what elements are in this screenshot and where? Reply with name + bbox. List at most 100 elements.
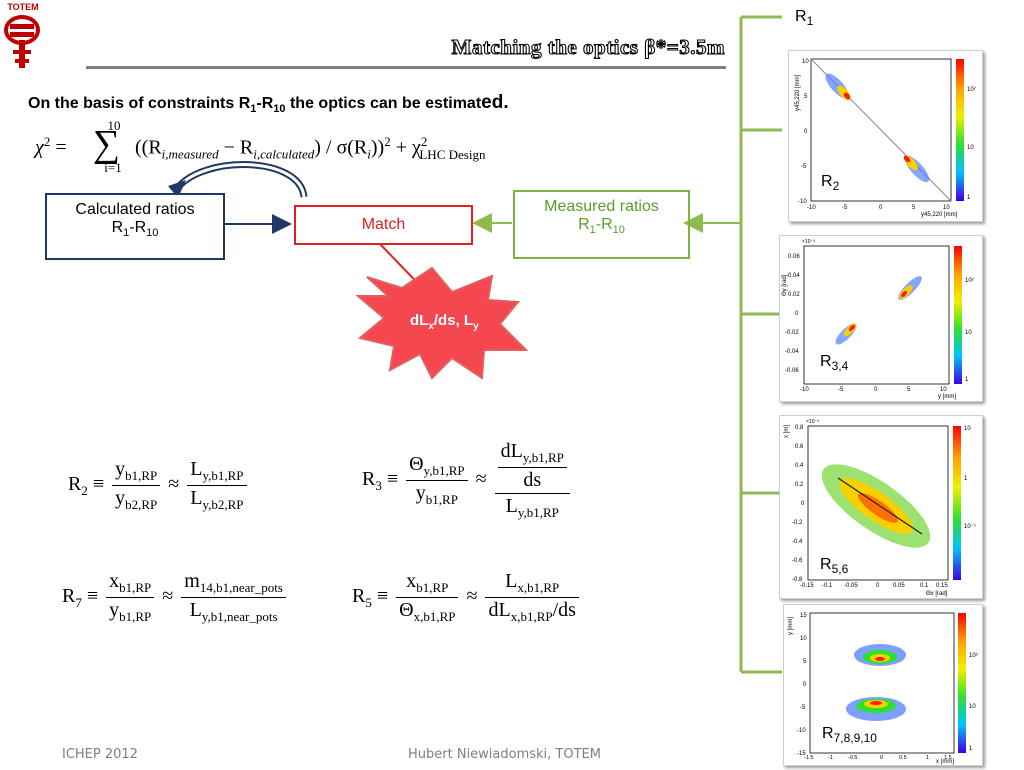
plot-r56-y8: -0.8: [792, 577, 803, 583]
title-divider: [86, 66, 726, 69]
plot-r34-y5: -0.04: [785, 349, 799, 355]
plot-r56-y6: -0.4: [792, 539, 803, 545]
plot-r2-y2: 0: [804, 129, 808, 135]
plot-r34-x1: -5: [838, 387, 844, 393]
plot-r78910-canvas: y [mm] x [mm] 10² 10 1 -1.5 -1 -0.5 0 0.…: [788, 612, 978, 765]
plot-r2-x4: 10: [943, 205, 950, 211]
calculated-ratios-box: Calculated ratios R1-R10: [45, 193, 225, 260]
plot-r78910-y0: 15: [800, 613, 807, 619]
plot-r78910-x5: 1: [926, 755, 929, 761]
plot-r2-ylabel: y45,220 [mm]: [795, 74, 801, 111]
plot-r34-xlabel: y [mm]: [938, 394, 956, 400]
plot-r56-x2: -0.05: [844, 583, 858, 589]
measured-ratios-box: Measured ratios R1-R10: [513, 190, 690, 259]
r1-label: R1: [795, 8, 814, 29]
plot-r2-z1: 10: [967, 145, 974, 151]
plot-r34-y4: -0.02: [785, 330, 799, 336]
plot-r78910-x0: -1.5: [804, 755, 813, 761]
plot-r2-y0: 10: [802, 59, 809, 65]
plot-r2-y4: -10: [798, 199, 807, 205]
plot-r34-x4: 10: [940, 387, 947, 393]
plot-r78910-x2: -0.5: [848, 755, 857, 761]
plot-r34-x3: 5: [907, 387, 911, 393]
plot-r56-y3: 0.2: [795, 482, 804, 488]
plot-r78910-y1: 10: [800, 636, 807, 642]
plot-r56-x3: 0: [876, 583, 880, 589]
plot-r78910-y5: -10: [797, 728, 806, 734]
plot-r56-y5: -0.2: [792, 520, 803, 526]
plot-r56-y4: 0: [801, 501, 805, 507]
plot-r56-x6: 0.15: [936, 583, 948, 589]
plot-r56-ylabel: x [m]: [784, 425, 790, 438]
plot-r78910-y6: -15: [797, 751, 806, 757]
result-burst-label: dLx/ds, Ly: [410, 312, 479, 332]
plot-r34-ylabel: Θy [rad]: [782, 274, 788, 296]
plot-r34-x2: 0: [874, 387, 878, 393]
plot-r56-xlabel: Θx [rad]: [926, 591, 948, 597]
plot-r2-x0: -10: [807, 205, 816, 211]
plot-r56-z0: 10: [964, 426, 971, 432]
plot-r78910-y4: -5: [800, 705, 806, 711]
plot-r34-z0: 10²: [965, 278, 974, 284]
plot-r34-canvas: Θy [rad] y [mm] ×10⁻³ 10² 10 1 -10 -5 0 …: [782, 239, 974, 400]
plot-r2-y3: -5: [801, 164, 807, 170]
plot-r2-x3: 5: [912, 205, 916, 211]
plot-r78910-z0: 10²: [969, 653, 978, 659]
plot-r78910-y2: 5: [803, 659, 807, 665]
plot-r34-z2: 1: [965, 377, 969, 383]
plot-r56-x1: -0.1: [822, 583, 833, 589]
plot-r56-y1: 0.6: [795, 444, 804, 450]
plot-r78910-ylabel: y [mm]: [788, 617, 794, 635]
plot-r56-label: R5,6: [820, 556, 849, 577]
plot-r56-x0: -0.15: [800, 583, 814, 589]
plot-r34-x0: -10: [800, 387, 809, 393]
logo-text: TOTEM: [7, 2, 39, 12]
plot-r56-z2: 10⁻¹: [964, 524, 976, 530]
plot-r78910-x3: 0: [880, 755, 883, 761]
plot-r34-y3: 0: [795, 311, 799, 317]
plot-r78910: y [mm] x [mm] 10² 10 1 -1.5 -1 -0.5 0 0.…: [783, 604, 983, 766]
plot-r34-y0: 0.06: [788, 254, 800, 260]
plot-r34-z1: 10: [965, 330, 972, 336]
plot-r56-y2: 0.4: [795, 463, 804, 469]
footer-center: Hubert Niewiadomski, TOTEM: [408, 747, 601, 762]
plot-r78910-y3: 0: [803, 682, 807, 688]
plot-r78910-xlabel: x [mm]: [936, 759, 954, 765]
plot-r2: y45,220 [mm] y45,220 [mm] 10² 10 1 -10 -…: [788, 50, 983, 222]
plot-r34-exp: ×10⁻³: [802, 239, 815, 245]
plot-r34-label: R3,4: [820, 353, 849, 374]
plot-r34-y1: 0.04: [788, 273, 800, 279]
plot-r56-z1: 1: [964, 476, 968, 482]
slide-title: Matching the optics β*=3.5m: [451, 34, 725, 59]
plot-r2-x2: 0: [879, 205, 883, 211]
plot-r2-z2: 1: [967, 195, 971, 201]
plot-r2-z0: 10²: [967, 87, 976, 93]
plot-r78910-x1: -1: [828, 755, 833, 761]
plot-r56-y0: 0.8: [795, 425, 804, 431]
plot-r2-x1: -5: [842, 205, 848, 211]
plot-r56-exp: ×10⁻³: [806, 419, 819, 425]
plot-r78910-z2: 1: [969, 746, 973, 752]
plot-r2-canvas: y45,220 [mm] y45,220 [mm] 10² 10 1 -10 -…: [795, 58, 976, 218]
plot-r2-label: R2: [821, 173, 840, 194]
plot-r78910-x6: 1.5: [944, 755, 952, 761]
plot-r78910-x4: 0.5: [899, 755, 907, 761]
plot-r34: Θy [rad] y [mm] ×10⁻³ 10² 10 1 -10 -5 0 …: [779, 235, 983, 402]
plot-r56-y7: -0.6: [792, 558, 803, 564]
plot-r2-y1: 5: [804, 94, 808, 100]
result-burst-shape: [355, 266, 529, 380]
plot-r56: x [m] Θx [rad] ×10⁻³ 10 1 10⁻¹ -0.15 -0.…: [779, 415, 983, 599]
plot-r78910-z1: 10: [969, 704, 976, 710]
plot-r56-x5: 0.1: [920, 583, 929, 589]
plot-r34-y6: -0.06: [785, 368, 799, 374]
footer-left: ICHEP 2012: [62, 747, 138, 762]
match-box: Match: [294, 205, 473, 245]
intro-text: On the basis of constraints R1-R10 the o…: [28, 92, 509, 116]
plot-r56-x4: 0.05: [893, 583, 905, 589]
plot-r34-y2: 0.02: [788, 292, 800, 298]
